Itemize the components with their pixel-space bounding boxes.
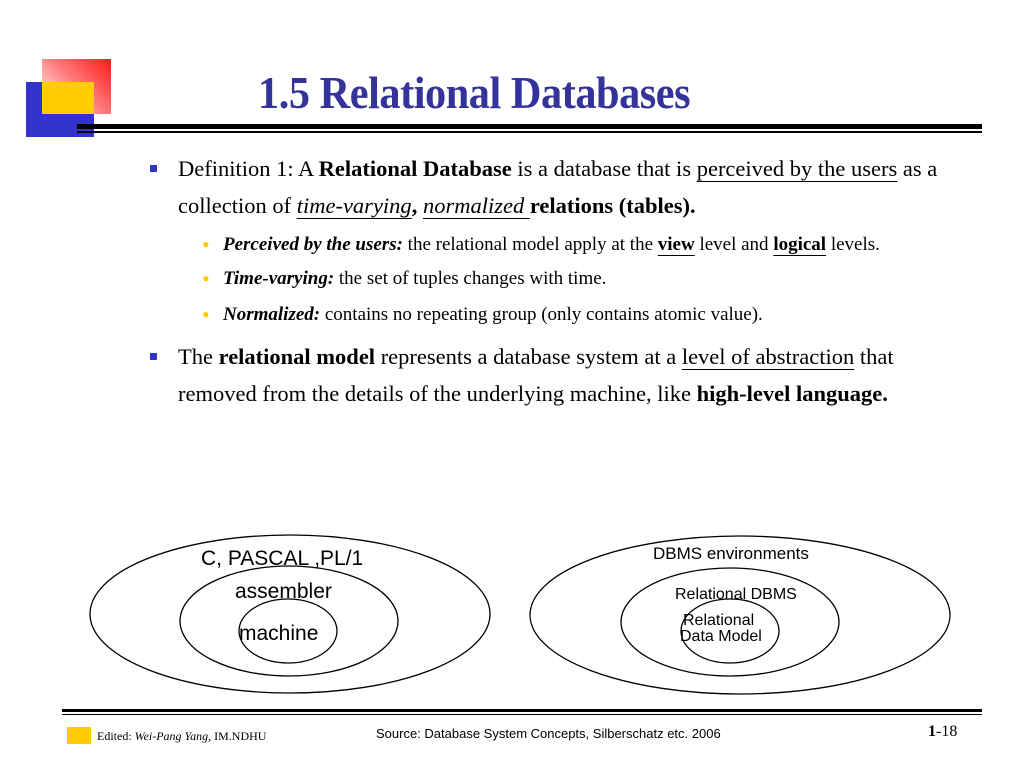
chapter-number: 1 <box>928 723 936 740</box>
footer-source: Source: Database System Concepts, Silber… <box>376 726 721 741</box>
text: that removed from the details of the und… <box>178 344 894 406</box>
page-number: 1-18 <box>928 723 957 741</box>
edited-label: Edited: <box>97 729 135 743</box>
footer-divider <box>62 709 982 712</box>
term-logical: logical <box>773 234 827 255</box>
text: is a database that is <box>511 156 697 181</box>
text: The <box>178 344 219 369</box>
term-high-level-language: high-level language. <box>696 381 888 406</box>
sub-bullet-perceived: • Perceived by the users: the relational… <box>150 230 970 259</box>
term-normalized: normalized <box>422 193 530 218</box>
term-relational-database: Relational Database <box>318 156 512 181</box>
label-relational-data-model-line2: Data Model <box>680 628 762 645</box>
label-relational-dbms: Relational DBMS <box>675 586 797 603</box>
footer-yellow-square <box>67 727 91 744</box>
abstraction-diagrams: C, PASCAL ,PL/1 assembler machine DBMS e… <box>0 530 1024 700</box>
logo-yellow-square <box>42 82 94 114</box>
term-level-of-abstraction: level of abstraction <box>681 344 855 369</box>
sub-bullet-normalized: • Normalized: contains no repeating grou… <box>150 300 970 330</box>
text: as a collection of <box>178 156 938 218</box>
sub-label: Normalized: <box>223 304 321 325</box>
slide-body: Definition 1: A Relational Database is a… <box>150 150 970 412</box>
dot-bullet-icon: • <box>202 302 210 327</box>
sub-bullet-time-varying: • Time-varying: the set of tuples change… <box>150 264 970 294</box>
term-time-varying: time-varying <box>296 193 412 218</box>
text: Definition 1: A <box>178 156 319 181</box>
label-high-level-languages: C, PASCAL ,PL/1 <box>201 547 364 570</box>
footer-divider-thin <box>62 714 982 715</box>
text: levels. <box>826 234 880 255</box>
text: contains no repeating group (only contai… <box>320 304 763 325</box>
dot-bullet-icon: • <box>202 266 210 291</box>
bullet-relational-model: The relational model represents a databa… <box>150 338 970 412</box>
sub-label: Perceived by the users: <box>223 234 403 255</box>
square-bullet-icon <box>150 165 157 172</box>
ellipses-svg <box>89 534 951 695</box>
square-bullet-icon <box>150 353 157 360</box>
text: the relational model apply at the <box>402 234 658 255</box>
slide-number: -18 <box>936 723 958 740</box>
sub-label: Time-varying: <box>223 268 335 289</box>
author-name: Wei-Pang Yang <box>134 729 209 743</box>
text: the set of tuples changes with time. <box>334 268 607 289</box>
title-divider <box>77 124 982 129</box>
affiliation: , IM.NDHU <box>208 729 267 743</box>
term-relational-model: relational model <box>218 344 376 369</box>
label-machine: machine <box>239 622 319 645</box>
term-perceived: perceived by the users <box>696 156 898 181</box>
text: represents a database system at a <box>375 344 682 369</box>
label-relational-data-model-line1: Relational <box>683 612 755 629</box>
term-view: view <box>657 234 695 255</box>
footer-author: Edited: Wei-Pang Yang, IM.NDHU <box>97 729 266 744</box>
bullet-definition: Definition 1: A Relational Database is a… <box>150 150 970 224</box>
text: level and <box>694 234 774 255</box>
text: , <box>411 193 423 218</box>
dot-bullet-icon: • <box>202 232 210 257</box>
label-assembler: assembler <box>235 580 332 603</box>
slide-title: 1.5 Relational Databases <box>258 67 691 118</box>
term-relations: relations (tables). <box>529 193 696 218</box>
title-divider-thin <box>77 131 982 133</box>
label-dbms-environments: DBMS environments <box>653 544 809 563</box>
